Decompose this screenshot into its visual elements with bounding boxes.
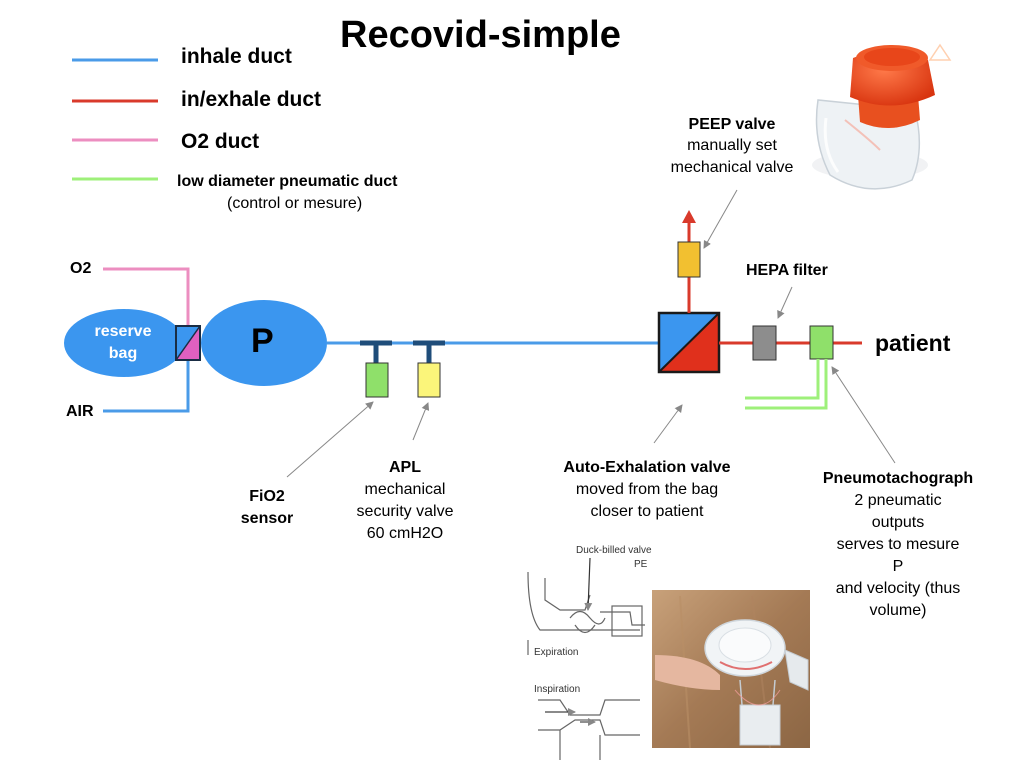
fio2-connector — [360, 340, 392, 363]
auto-exhalation-title: Auto-Exhalation valve — [563, 459, 731, 476]
fio2-callout-arrow — [286, 401, 374, 478]
auto-exhalation-valve — [657, 311, 721, 374]
pneumotachograph — [809, 325, 834, 360]
apl-connector — [413, 340, 445, 363]
air-label: AIR — [66, 403, 94, 420]
valve-photo — [652, 590, 810, 749]
fio2-sensor — [365, 362, 389, 398]
page-title: Recovid-simple — [340, 14, 621, 56]
reserve-bag — [64, 309, 184, 377]
pump — [201, 300, 327, 386]
patient-label: patient — [875, 330, 951, 356]
pneumo-callout-arrow — [831, 366, 896, 464]
legend-pneumatic-label: low diameter pneumatic duct — [177, 173, 398, 190]
sketch-pe-label: PE — [634, 559, 648, 570]
apl-callout-arrow — [412, 402, 430, 441]
fio2-label: FiO2 sensor — [240, 488, 294, 527]
mixer-valve — [175, 325, 201, 361]
auto-callout-arrow — [653, 404, 683, 444]
apl-description: mechanical security valve 60 cmH2O — [356, 481, 454, 542]
peep-title: PEEP valve — [688, 116, 776, 133]
legend-inexhale-label: in/exhale duct — [181, 88, 322, 111]
apl-valve — [417, 362, 441, 398]
air-duct — [103, 360, 190, 413]
hepa-filter — [752, 325, 777, 361]
pneumotachograph-description: 2 pneumatic outputs serves to mesure P a… — [835, 492, 961, 619]
exhaust-arrow — [682, 210, 696, 223]
hepa-callout-arrow — [777, 286, 793, 319]
pneumatic-output-2 — [745, 359, 828, 410]
legend-o2-label: O2 duct — [181, 130, 260, 153]
reserve-bag-label: reserve bag — [94, 323, 152, 362]
peep-description: manually set mechanical valve — [670, 137, 794, 176]
auto-exhalation-description: moved from the bag closer to patient — [575, 481, 719, 520]
peep-valve-photo — [812, 43, 952, 190]
peep-valve — [677, 241, 701, 278]
o2-label: O2 — [70, 260, 92, 277]
hepa-label: HEPA filter — [746, 262, 828, 279]
pneumatic-output-1 — [745, 359, 820, 400]
legend-pneumatic-sublabel: (control or mesure) — [227, 195, 363, 212]
apl-title: APL — [389, 459, 421, 476]
pump-label: P — [251, 322, 274, 360]
sketch-valve-label: Duck-billed valve — [576, 545, 652, 556]
legend-inhale-label: inhale duct — [181, 45, 292, 68]
duckbill-sketch — [527, 557, 645, 760]
o2-duct — [103, 267, 190, 326]
pneumotachograph-title: Pneumotachograph — [822, 470, 974, 487]
peep-callout-arrow — [703, 189, 738, 249]
sketch-inspiration-label: Inspiration — [534, 684, 581, 695]
sketch-expiration-label: Expiration — [534, 647, 579, 658]
